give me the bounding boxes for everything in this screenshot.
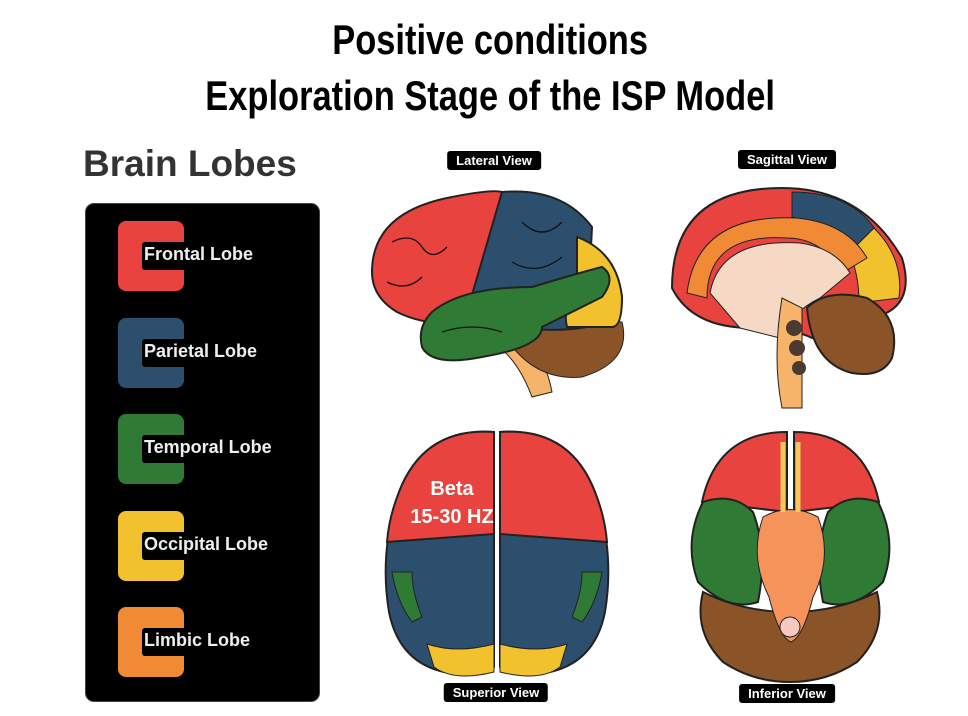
legend-item-occipital: Occipital Lobe [118, 511, 318, 581]
limbic-swatch-icon [118, 607, 192, 677]
occipital-swatch-icon [118, 511, 192, 581]
beta-frequency-label: 15-30 HZ [410, 506, 494, 528]
sagittal-view-brain-image [670, 186, 907, 409]
beta-label: Beta [430, 478, 474, 500]
temporal-swatch-icon [118, 414, 192, 484]
sagittal-view-label: Sagittal View [738, 150, 836, 169]
legend-label: Parietal Lobe [144, 341, 258, 361]
legend-label: Temporal Lobe [144, 437, 272, 457]
legend-item-frontal: Frontal Lobe [118, 221, 318, 291]
lateral-view-label: Lateral View [447, 151, 541, 170]
legend-label: Occipital Lobe [144, 534, 269, 554]
legend-item-limbic: Limbic Lobe [118, 607, 318, 677]
legend-label: Limbic Lobe [144, 630, 251, 650]
inferior-view-brain-image [690, 430, 891, 684]
superior-view-brain-image [384, 430, 610, 677]
legend-item-temporal: Temporal Lobe [118, 414, 318, 484]
legend-label: Frontal Lobe [144, 244, 253, 264]
frontal-swatch-icon [118, 221, 192, 291]
superior-view-label: Superior View [443, 683, 549, 702]
legend-item-parietal: Parietal Lobe [118, 318, 318, 388]
legend-heading: Brain Lobes [83, 143, 297, 184]
legend-panel: Frontal Lobe Parietal Lobe Temporal Lobe… [85, 203, 320, 702]
slide-title-line2: Exploration Stage of the ISP Model [205, 72, 775, 119]
parietal-swatch-icon [118, 318, 192, 388]
slide-title-line1: Positive conditions [332, 16, 648, 63]
lateral-view-brain-image [370, 190, 625, 398]
inferior-view-label: Inferior View [739, 684, 835, 703]
